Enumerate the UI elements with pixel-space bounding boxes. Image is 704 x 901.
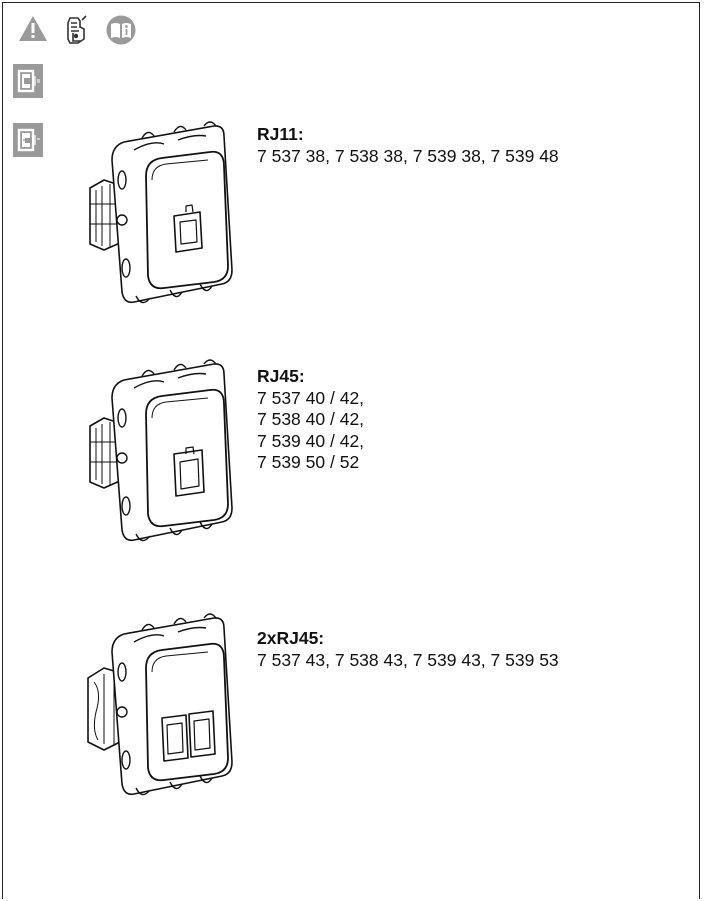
dual-rj45-references: 7 537 43, 7 538 43, 7 539 43, 7 539 53 — [257, 649, 559, 670]
dual-rj45-socket-illustration — [82, 612, 252, 817]
rj11-label: RJ11: 7 537 38, 7 538 38, 7 539 38, 7 53… — [257, 124, 559, 167]
dual-rj45-title: 2xRJ45: — [257, 628, 325, 648]
warning-triangle-icon — [18, 15, 48, 47]
screwdriver-tools-icon — [64, 15, 90, 50]
rj45-reference-line: 7 539 40 / 42, — [257, 430, 365, 451]
dual-rj45-label: 2xRJ45: 7 537 43, 7 538 43, 7 539 43, 7 … — [257, 628, 559, 671]
flush-mount-box-icon — [13, 64, 43, 98]
rj45-reference-line: 7 538 40 / 42, — [257, 409, 365, 429]
rj45-title: RJ45: — [257, 366, 305, 386]
rj11-title: RJ11: — [257, 124, 304, 144]
rj45-reference-line: 7 539 50 / 52 — [257, 452, 360, 472]
manual-book-info-icon — [105, 15, 137, 50]
rj11-references: 7 537 38, 7 538 38, 7 539 38, 7 539 48 — [257, 145, 559, 166]
rj45-reference-line: 7 537 40 / 42, — [257, 387, 365, 408]
rj45-label: RJ45: 7 537 40 / 42, 7 538 40 / 42, 7 53… — [257, 366, 364, 474]
surface-mount-box-icon — [13, 123, 43, 157]
rj11-socket-illustration — [82, 120, 252, 320]
rj45-socket-illustration — [82, 358, 252, 558]
